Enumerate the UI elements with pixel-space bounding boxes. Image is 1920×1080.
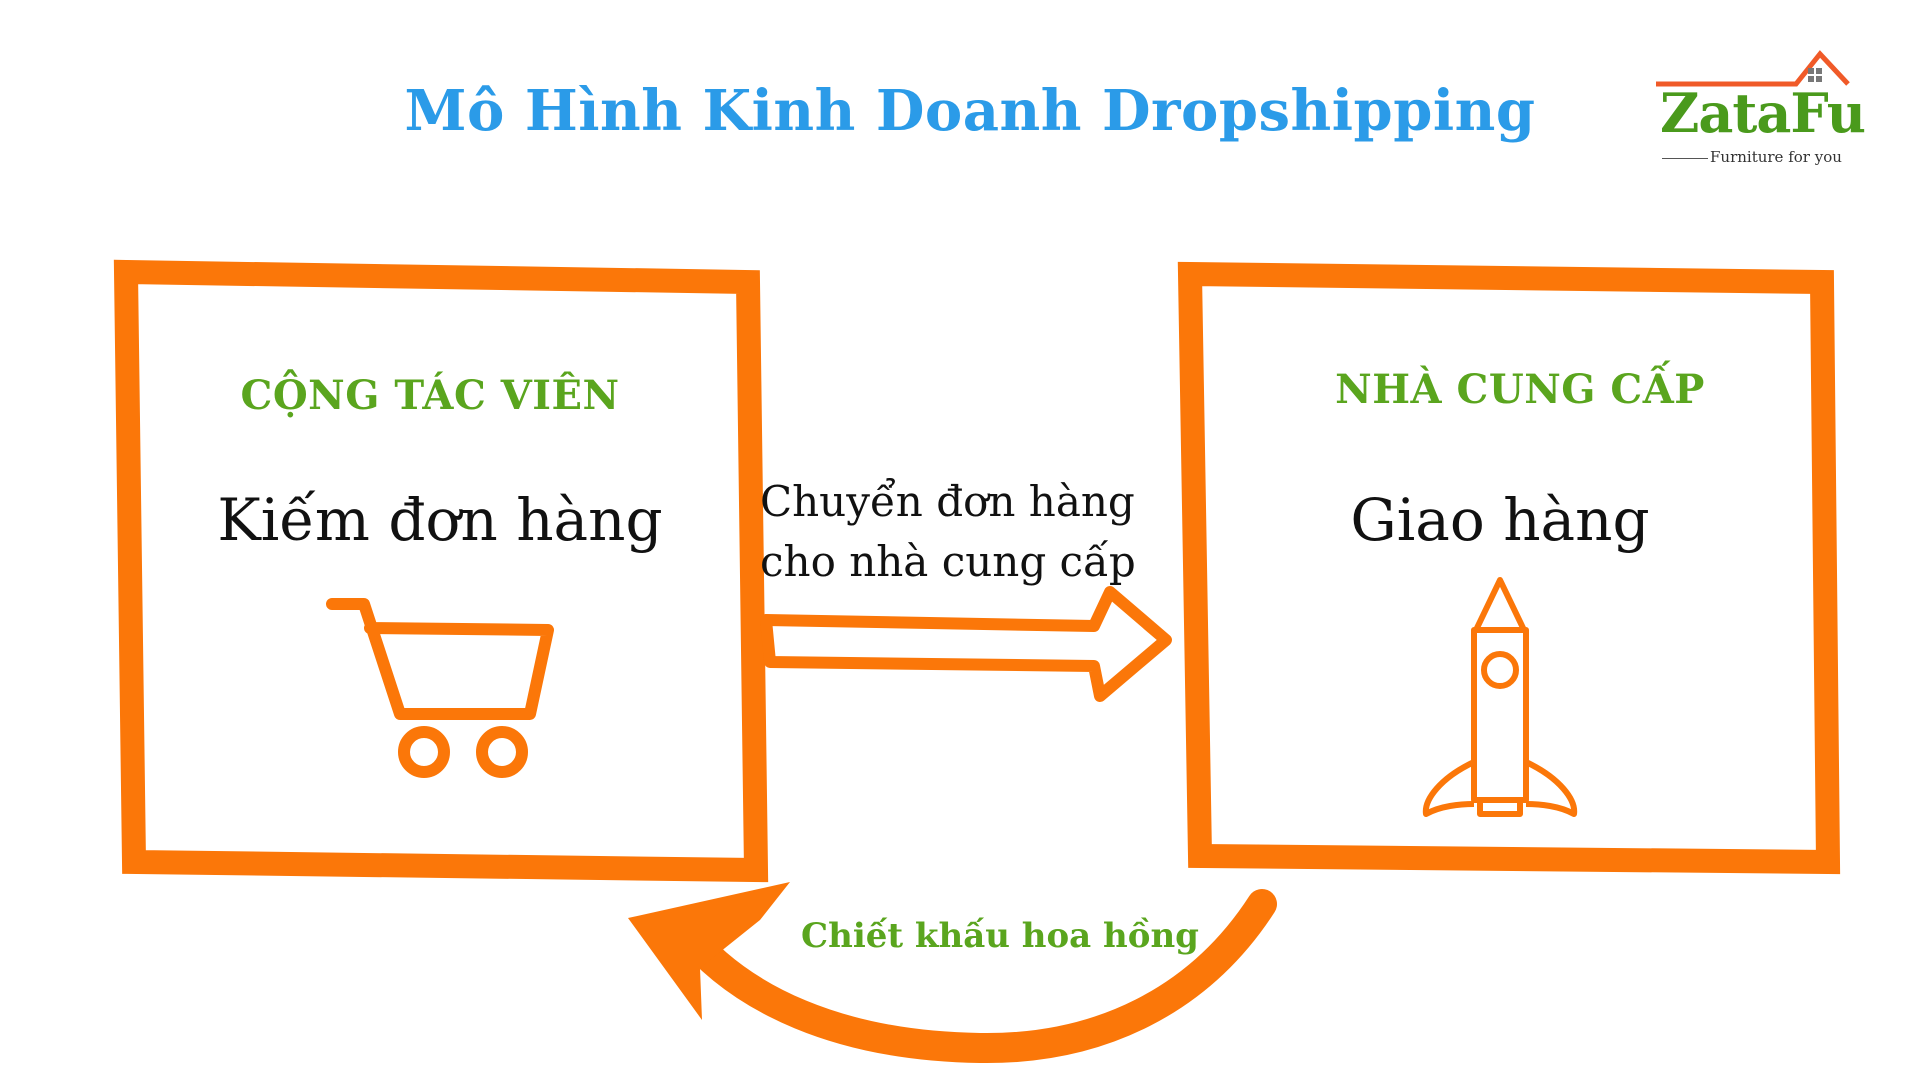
left-box-heading: CỘNG TÁC VIÊN bbox=[240, 372, 620, 419]
shopping-cart-icon bbox=[326, 598, 554, 778]
forward-arrow-label: Chuyển đơn hàng cho nhà cung cấp bbox=[760, 472, 1180, 592]
logo-name: ZataFu bbox=[1660, 81, 1866, 145]
logo-tagline: Furniture for you bbox=[1710, 148, 1842, 166]
left-box-frame bbox=[113, 259, 769, 883]
page-title: Mô Hình Kinh Doanh Dropshipping bbox=[404, 78, 1536, 144]
right-box-heading: NHÀ CUNG CẤP bbox=[1335, 366, 1705, 413]
return-arrow bbox=[628, 882, 1277, 1064]
logo: ZataFu Furniture for you bbox=[1648, 44, 1868, 174]
house-roof-icon bbox=[1656, 50, 1850, 87]
right-box-frame bbox=[1177, 261, 1841, 875]
forward-arrow-label-line1: Chuyển đơn hàng bbox=[760, 477, 1135, 526]
logo-divider bbox=[1662, 158, 1708, 159]
forward-arrow-label-line2: cho nhà cung cấp bbox=[760, 537, 1136, 586]
forward-arrow bbox=[760, 586, 1172, 702]
left-box-text: Kiếm đơn hàng bbox=[217, 486, 663, 554]
rocket-icon bbox=[1422, 577, 1578, 817]
return-arrow-label: Chiết khấu hoa hồng bbox=[801, 916, 1199, 956]
right-box-text: Giao hàng bbox=[1350, 486, 1650, 554]
